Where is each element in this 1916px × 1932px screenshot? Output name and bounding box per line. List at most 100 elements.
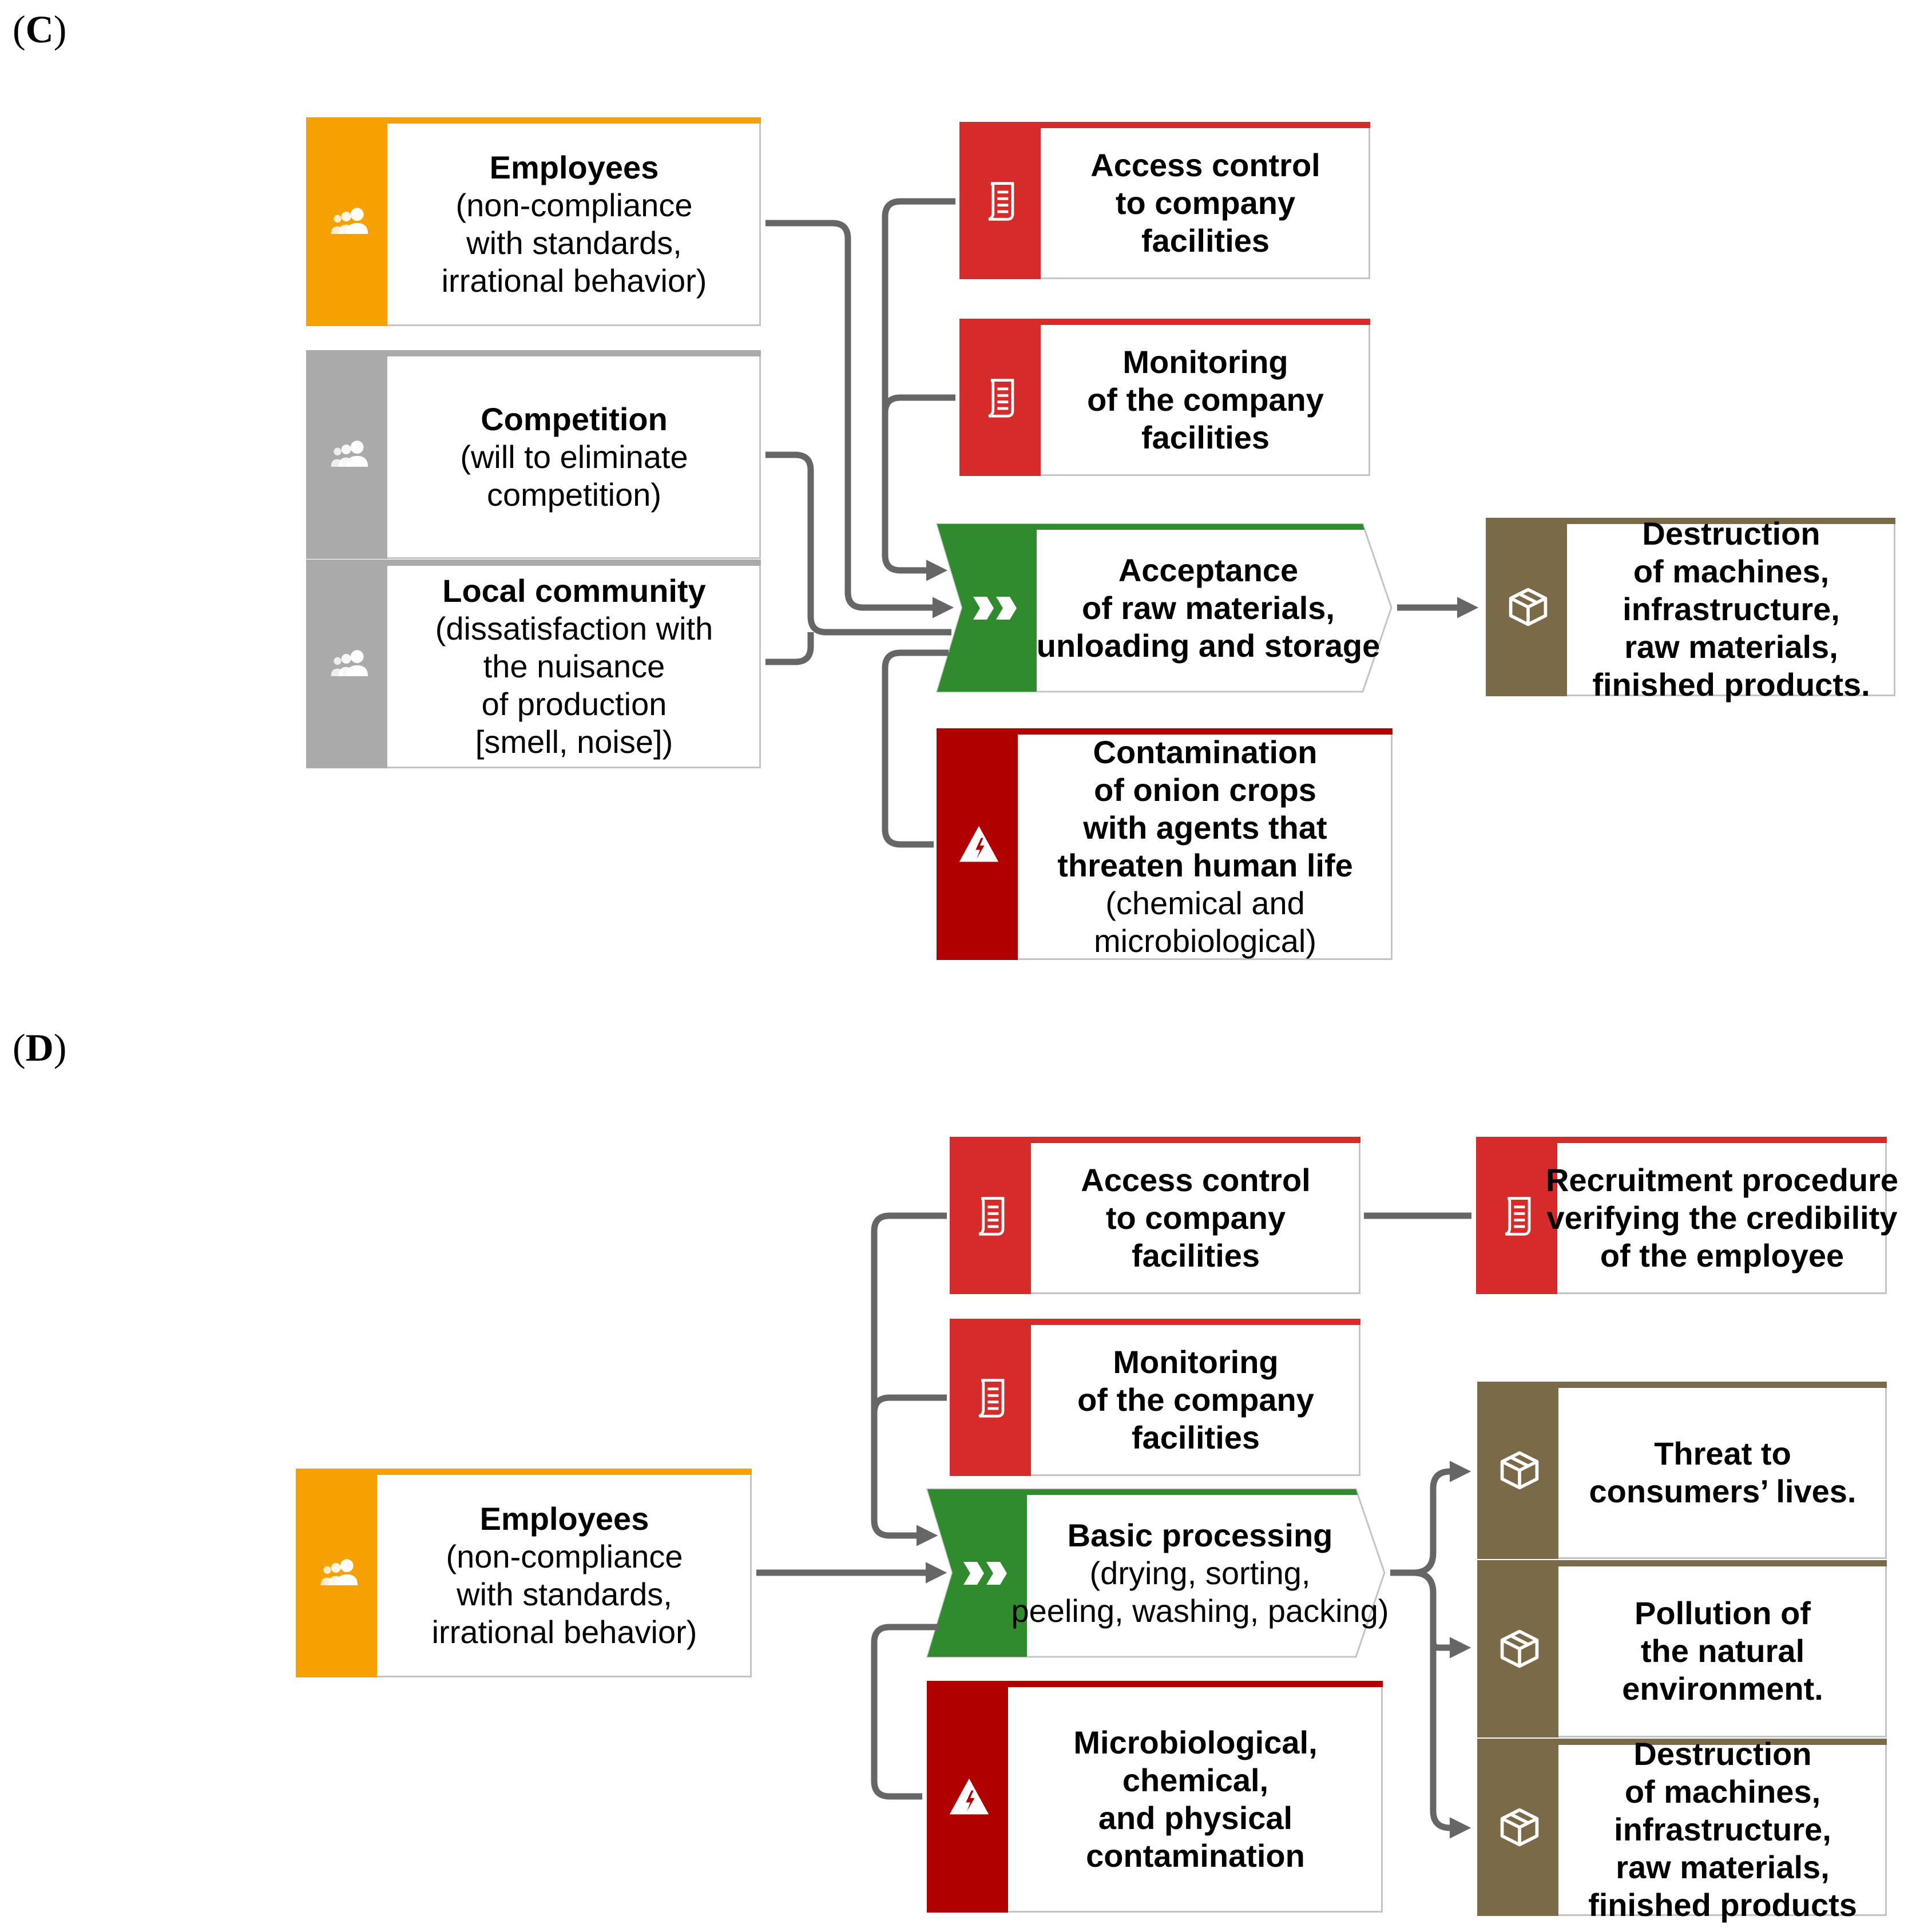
connector-d-pollution [1413,1569,1471,1659]
d-recruitment-box: Recruitment procedure verifying the cred… [1476,1137,1898,1294]
connector-d-monitoring [871,1394,947,1414]
c-monitoring-box: Monitoring of the company facilities [959,319,1370,476]
panel-d-label-close: ) [53,1026,67,1069]
c-monitoring-line: of the company [1087,381,1324,418]
c-employees-line: with standards, [466,224,682,261]
c-local-community-line: (dissatisfaction with [435,610,713,646]
people-icon [297,1552,379,1595]
d-pollution-line: the natural [1640,1633,1805,1669]
d-process-title: Basic processing [1067,1517,1333,1553]
connector-c-local-community [765,632,814,665]
c-employees-title: Employees [489,149,659,185]
d-process-shape: Basic processing (drying, sorting, peeli… [926,1488,1389,1658]
d-employees-title: Employees [479,1500,649,1537]
d-employees-line: (non-compliance [446,1538,683,1574]
d-monitoring-line: facilities [1131,1419,1260,1455]
warning-icon [929,1775,1010,1819]
connector-d-destruction [1430,1642,1471,1839]
d-contamination-line: Microbiological, [1073,1724,1318,1760]
people-icon [308,433,389,477]
box-icon [1487,585,1569,629]
c-destruction-line: Destruction [1642,515,1820,552]
c-destruction-box: Destruction of machines, infrastructure,… [1486,515,1895,703]
c-contamination-line: (chemical and [1105,884,1305,921]
panel-d-label-open: ( [13,1026,26,1069]
d-monitoring-box: Monitoring of the company facilities [950,1319,1360,1476]
c-competition-title: Competition [481,400,668,437]
d-contamination-line: and physical [1098,1799,1293,1836]
c-contamination-line: with agents that [1083,809,1327,846]
d-threat-box: Threat to consumers’ lives. [1477,1382,1887,1559]
c-competition-box: Competition (will to eliminate competiti… [306,350,761,559]
c-access-control-box: Access control to company facilities [959,122,1370,279]
d-destruction-line: finished products [1588,1887,1857,1923]
d-access-control-line: facilities [1131,1237,1260,1274]
c-local-community-line: [smell, noise]) [475,723,673,760]
connector-d-threat [1390,1461,1471,1576]
connector-c-employees [765,220,954,618]
d-monitoring-line: Monitoring [1113,1343,1279,1380]
c-monitoring-line: Monitoring [1122,343,1288,380]
connector-c-access-control [882,198,955,581]
c-local-community-line: the nuisance [483,648,665,684]
d-threat-line: consumers’ lives. [1589,1473,1857,1509]
d-access-control-line: to company [1105,1199,1286,1236]
warning-icon [938,823,1020,866]
box-icon [1479,1449,1560,1492]
box-icon [1479,1806,1560,1849]
c-contamination-line: threaten human life [1057,847,1353,883]
panel-c-label: (C) [13,7,66,52]
c-access-control-line: to company [1115,184,1296,221]
connector-d-access-control [871,1212,947,1546]
c-contamination-line: microbiological) [1093,922,1317,959]
c-destruction-line: finished products. [1592,667,1870,703]
document-icon [961,179,1042,223]
d-employees-line: irrational behavior) [431,1613,697,1650]
d-access-control-box: Access control to company facilities [950,1137,1360,1294]
people-icon [308,200,389,244]
c-process-shape: Acceptance of raw materials, unloading a… [935,523,1394,693]
document-icon [961,376,1042,419]
c-access-control-line: facilities [1141,222,1270,259]
c-local-community-box: Local community (dissatisfaction with th… [306,560,761,768]
d-pollution-line: Pollution of [1635,1595,1811,1631]
d-access-control-line: Access control [1081,1161,1311,1198]
d-threat-line: Threat to [1654,1435,1791,1471]
d-destruction-line: infrastructure, [1614,1811,1831,1847]
d-destruction-line: of machines, [1624,1774,1821,1810]
d-monitoring-line: of the company [1077,1381,1314,1418]
c-destruction-line: infrastructure, [1623,591,1840,627]
c-employees-line: (non-compliance [455,187,693,223]
document-icon [951,1194,1033,1237]
c-process-line: unloading and storage [1036,627,1381,664]
panel-c-label-letter: C [25,7,54,51]
c-employees-line: irrational behavior) [441,262,707,299]
c-employees-box: Employees (non-compliance with standards… [306,117,761,326]
d-destruction-line: Destruction [1633,1736,1812,1772]
c-contamination-box: Contamination of onion crops with agents… [937,728,1393,960]
d-destruction-box: Destruction of machines, infrastructure,… [1477,1736,1887,1923]
d-process-line: peeling, washing, packing) [1011,1592,1389,1629]
d-employees-box: Employees (non-compliance with standards… [296,1469,752,1677]
d-pollution-line: environment. [1622,1671,1823,1707]
c-contamination-line: of onion crops [1094,771,1316,808]
c-local-community-line: of production [481,685,667,722]
d-destruction-line: raw materials, [1616,1849,1830,1885]
c-local-community-title: Local community [442,572,706,609]
d-employees-line: with standards, [457,1576,672,1612]
d-process-line: (drying, sorting, [1089,1554,1311,1591]
panel-d-label: (D) [13,1025,66,1070]
connector-c-competition [765,451,951,636]
panel-c-label-close: ) [53,7,67,51]
connector-c-monitoring [882,394,955,414]
chevrons-icon [971,593,1022,623]
c-contamination-line: Contamination [1093,733,1318,770]
box-icon [1479,1627,1560,1671]
d-contamination-box: Microbiological, chemical, and physical … [927,1681,1383,1913]
c-access-control-line: Access control [1090,146,1320,183]
c-monitoring-line: facilities [1141,419,1270,455]
panel-d-label-letter: D [25,1026,54,1069]
panel-c-label-open: ( [13,7,26,51]
c-process-line: Acceptance [1118,552,1299,588]
people-icon [308,642,389,686]
